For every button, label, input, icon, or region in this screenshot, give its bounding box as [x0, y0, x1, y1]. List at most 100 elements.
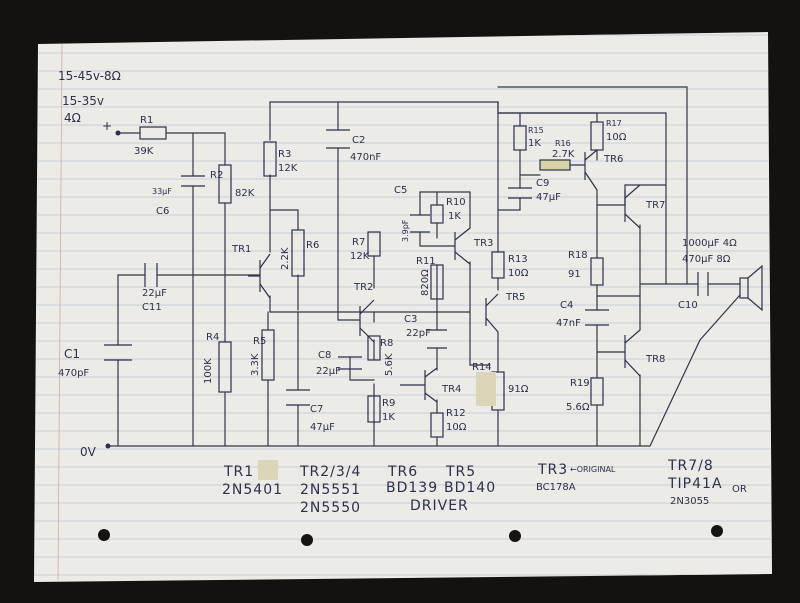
label-r8: R8 [380, 338, 393, 349]
legend-original: ←ORIGINAL [570, 465, 616, 474]
resistor-r5 [261, 329, 275, 381]
transistor-tr7 [624, 184, 641, 229]
resistor-r19 [590, 377, 604, 406]
legend-tr234-part1: 2N5551 [300, 482, 361, 498]
label-r18: R18 [568, 250, 588, 261]
label-tr1: TR1 [231, 244, 251, 255]
label-r4: R4 [206, 332, 219, 343]
capacitor-c9 [508, 187, 532, 199]
value-c4: 47nF [556, 318, 581, 329]
resistor-r3 [263, 141, 277, 177]
value-r19: 5.6Ω [566, 402, 590, 413]
label-c7: C7 [310, 404, 323, 415]
value-r9: 1K [382, 412, 395, 423]
transistor-tr6 [584, 149, 598, 191]
label-c5: C5 [394, 185, 407, 196]
value-c10-alt: 470µF 8Ω [682, 254, 731, 265]
value-r1: 39K [134, 146, 154, 157]
value-r5: 3.3K [250, 353, 261, 376]
speaker-icon [739, 264, 763, 312]
supply-terminal [115, 130, 121, 136]
value-r12: 10Ω [446, 422, 467, 433]
legend-tr3-head: TR3 [537, 462, 568, 478]
value-r6: 2.2K [280, 247, 291, 270]
resistor-r10 [430, 204, 444, 224]
capacitor-c3 [427, 329, 447, 349]
legend-tr6-part: BD139 [386, 480, 438, 496]
value-r17: 10Ω [606, 132, 627, 143]
resistor-r11 [430, 264, 444, 300]
value-r18: 91 [568, 269, 581, 280]
label-c2: C2 [352, 135, 365, 146]
legend-tr3-part: BC178A [536, 482, 576, 493]
resistor-r6 [291, 229, 305, 277]
value-c8: 22µF [316, 366, 341, 377]
label-r7: R7 [352, 237, 365, 248]
legend-driver: DRIVER [410, 498, 469, 514]
label-r9: R9 [382, 398, 395, 409]
label-c10: C10 [678, 300, 698, 311]
legend-tr78-part2: 2N3055 [670, 496, 709, 507]
label-r17: R17 [606, 119, 622, 128]
label-r19: R19 [570, 378, 590, 389]
transistor-tr3 [454, 227, 471, 265]
value-c10: 1000µF 4Ω [682, 238, 737, 249]
label-r5: R5 [253, 336, 266, 347]
value-r14: 91Ω [508, 384, 529, 395]
correction-sticker [476, 372, 496, 406]
label-c4: C4 [560, 300, 573, 311]
legend-tr78-part1: TIP41A [667, 476, 723, 492]
resistor-r13 [491, 251, 505, 279]
value-c7: 47µF [310, 422, 335, 433]
legend-tr6-head: TR6 [387, 464, 418, 480]
resistor-r9 [367, 395, 381, 423]
capacitor-c1 [104, 344, 132, 361]
label-r13: R13 [508, 254, 528, 265]
legend-or: OR [732, 484, 747, 495]
resistor-r12 [430, 412, 444, 438]
label-r10: R10 [446, 197, 466, 208]
value-r10: 1K [448, 211, 461, 222]
ground-terminal [105, 443, 111, 449]
value-r7: 12K [350, 251, 370, 262]
label-tr6: TR6 [603, 154, 623, 165]
label-r11: R11 [416, 256, 436, 267]
resistor-r15 [513, 125, 527, 151]
labels: 15-45v-8Ω 15-35v 4Ω + 0V R1 39K R2 82K R… [58, 69, 737, 459]
resistor-r7 [367, 231, 381, 257]
resistor-r2 [218, 164, 232, 204]
capacitor-c8 [338, 356, 362, 370]
transistor-tr1 [248, 253, 271, 299]
resistor-r18 [590, 257, 604, 286]
value-r4: 100K [203, 358, 214, 384]
components [104, 121, 763, 480]
label-tr5: TR5 [505, 292, 525, 303]
paper-margin-line [57, 43, 63, 581]
value-r15: 1K [528, 138, 541, 149]
label-tr7: TR7 [645, 200, 665, 211]
label-r15: R15 [528, 126, 544, 135]
label-r6: R6 [306, 240, 319, 251]
value-c1: 470pF [58, 368, 89, 379]
label-r12: R12 [446, 408, 466, 419]
value-r2: 82K [235, 188, 255, 199]
transistor-tr4 [400, 367, 438, 403]
value-r11: 820Ω [420, 269, 431, 296]
label-r2: R2 [210, 170, 223, 181]
label-c11: C11 [142, 302, 162, 313]
legend-tr5-part: BD140 [444, 480, 496, 496]
capacitor-c10 [697, 272, 709, 296]
label-r16: R16 [555, 139, 571, 148]
resistor-r8 [367, 335, 381, 361]
wiring [107, 86, 741, 447]
value-c6: 33µF [152, 187, 172, 196]
label-c8: C8 [318, 350, 331, 361]
value-c3: 22pF [406, 328, 431, 339]
label-c1: C1 [64, 347, 80, 361]
resistor-r4 [218, 341, 232, 393]
label-c3: C3 [404, 314, 417, 325]
label-tr4: TR4 [441, 384, 461, 395]
value-c9: 47µF [536, 192, 561, 203]
